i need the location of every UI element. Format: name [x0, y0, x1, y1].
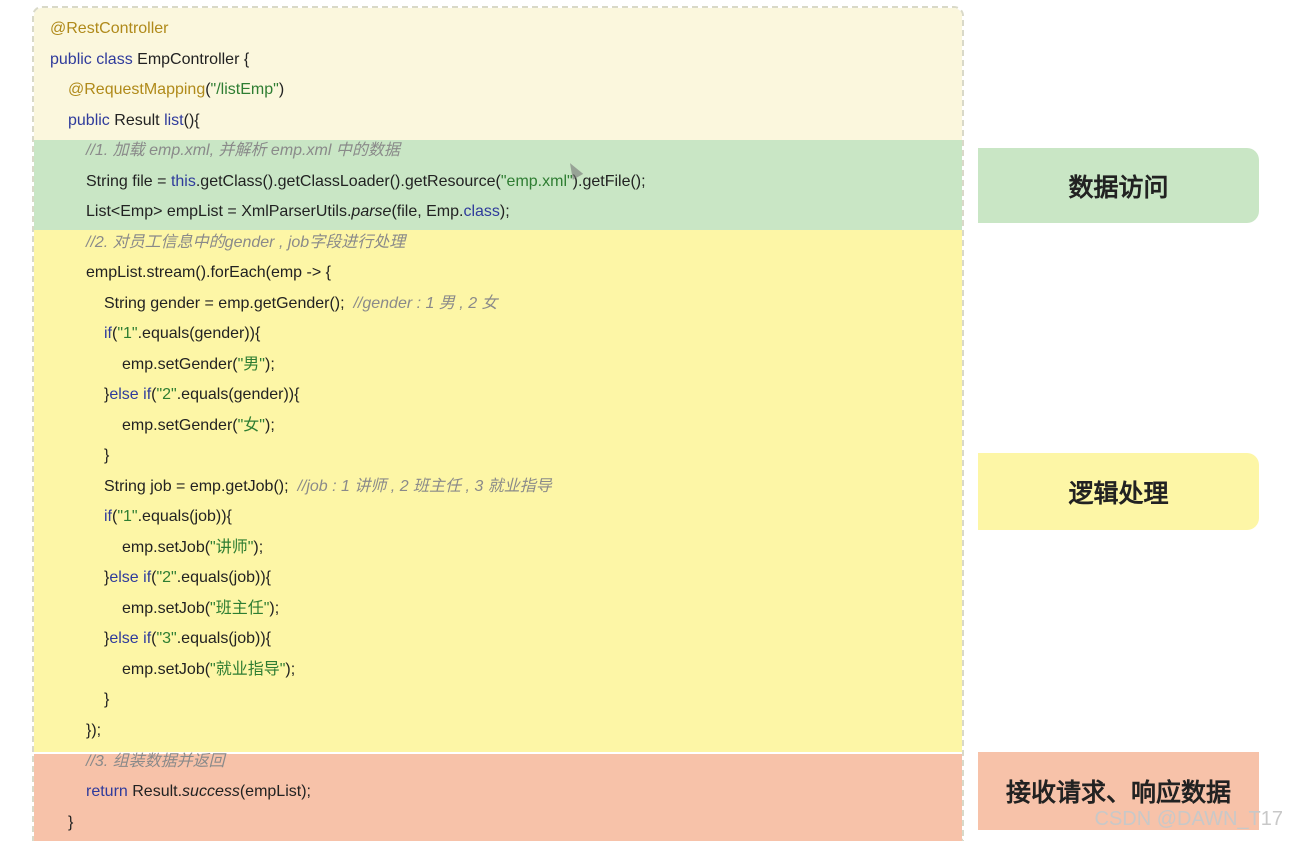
code-line-6: String file = this.getClass().getClassLo… — [86, 173, 646, 190]
code-line-13: }else if("2".equals(gender)){ — [104, 386, 300, 403]
code-line-15: } — [104, 447, 110, 464]
code-line-11: if("1".equals(gender)){ — [104, 325, 261, 342]
code-line-3: @RequestMapping("/listEmp") — [68, 81, 285, 98]
code-line-18: emp.setJob("讲师"); — [122, 539, 264, 556]
data-access-label: 数据访问 — [978, 148, 1259, 223]
code-line-22: emp.setJob("就业指导"); — [122, 661, 296, 678]
code-line-12: emp.setGender("男"); — [122, 356, 275, 373]
code-line-4: public Result list(){ — [68, 112, 200, 129]
code-panel: @RestController public class EmpControll… — [32, 6, 964, 841]
response-band — [34, 754, 962, 841]
code-line-25: //3. 组装数据并返回 — [86, 753, 225, 770]
code-line-1: @RestController — [50, 20, 169, 37]
code-line-17: if("1".equals(job)){ — [104, 508, 232, 525]
watermark: CSDN @DAWN_T17 — [1094, 808, 1283, 830]
code-line-14: emp.setGender("女"); — [122, 417, 275, 434]
code-line-9: empList.stream().forEach(emp -> { — [86, 264, 331, 281]
code-line-23: } — [104, 691, 110, 708]
code-line-19: }else if("2".equals(job)){ — [104, 569, 272, 586]
code-line-10: String gender = emp.getGender(); //gende… — [104, 295, 498, 312]
code-line-24: }); — [86, 722, 102, 739]
code-line-2: public class EmpController { — [50, 51, 250, 68]
code-line-5: //1. 加载 emp.xml, 并解析 emp.xml 中的数据 — [86, 142, 400, 159]
code-line-27: } — [68, 814, 74, 831]
data-access-band — [34, 140, 962, 230]
logic-label: 逻辑处理 — [978, 453, 1259, 530]
code-line-7: List<Emp> empList = XmlParserUtils.parse… — [86, 203, 510, 220]
code-line-26: return Result.success(empList); — [86, 783, 311, 800]
code-line-8: //2. 对员工信息中的gender , job字段进行处理 — [86, 234, 406, 251]
request-response-label: 接收请求、响应数据 — [978, 752, 1259, 830]
code-line-20: emp.setJob("班主任"); — [122, 600, 280, 617]
code-line-16: String job = emp.getJob(); //job : 1 讲师 … — [104, 478, 552, 495]
code-line-21: }else if("3".equals(job)){ — [104, 630, 272, 647]
logic-band — [34, 230, 962, 752]
controller-band — [34, 8, 962, 140]
band-divider — [34, 752, 962, 754]
